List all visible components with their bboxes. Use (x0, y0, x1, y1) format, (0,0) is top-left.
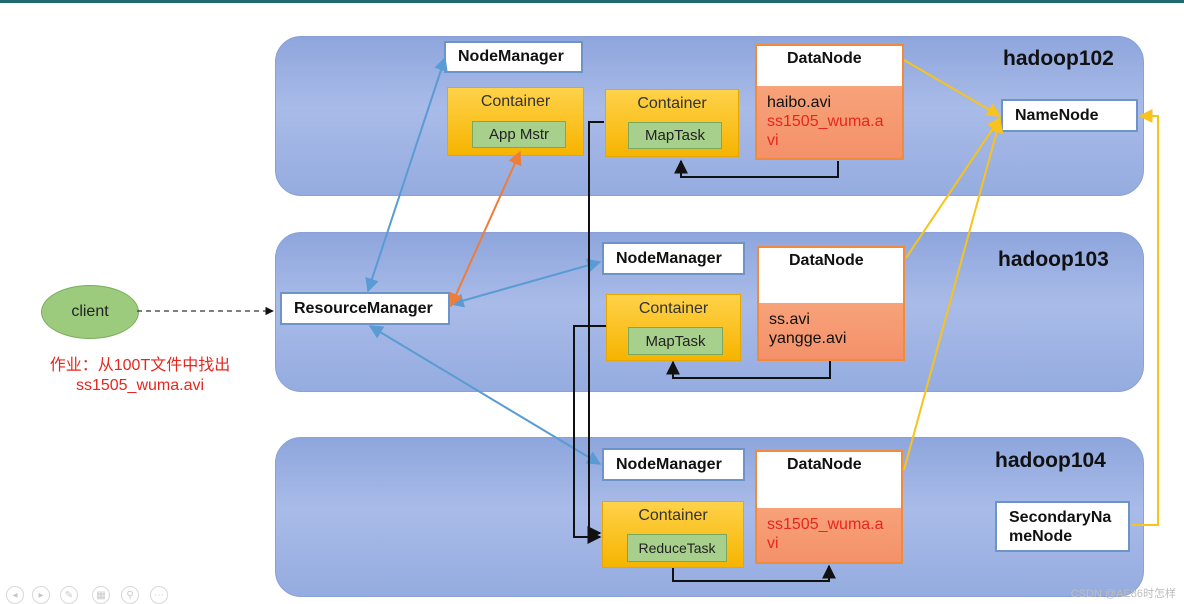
slides-icon[interactable]: ▦ (92, 586, 110, 604)
datanode-files-hadoop102: haibo.avi ss1505_wuma.a vi (757, 86, 902, 158)
rm-nm104-arrow (368, 325, 602, 465)
nodemanager-hadoop102: NodeManager (444, 41, 583, 73)
top-accent-bar (0, 0, 1184, 3)
host-label-hadoop102: hadoop102 (1003, 47, 1114, 70)
pen-icon[interactable]: ✎ (60, 586, 78, 604)
file-ss1505-part2: vi (767, 132, 779, 149)
more-icon[interactable]: ⋯ (150, 586, 168, 604)
maptask-hadoop102: MapTask (628, 122, 722, 149)
container-label: Container (480, 93, 551, 110)
file-ss1505-part2: vi (767, 535, 779, 552)
dn103-maptask-loop (666, 360, 831, 379)
file-haibo: haibo.avi (767, 94, 832, 111)
datanode-files-hadoop103: ss.avi yangge.avi (759, 303, 903, 359)
host-label-hadoop104: hadoop104 (995, 449, 1106, 472)
container-label: Container (638, 300, 709, 317)
dn104-namenode-arrow (903, 118, 1004, 471)
datanode-label: DataNode (789, 252, 864, 269)
file-yangge: yangge.avi (769, 330, 847, 347)
host-label-hadoop103: hadoop103 (998, 248, 1109, 271)
datanode-hadoop102: DataNode haibo.avi ss1505_wuma.a vi (755, 44, 904, 160)
datanode-hadoop104: DataNode ss1505_wuma.a vi (755, 450, 903, 564)
dn103-namenode-arrow (905, 116, 1001, 259)
job-line-1: 作业：从100T文件中找出 (49, 357, 231, 374)
file-ss: ss.avi (769, 311, 810, 328)
client-node: client (41, 285, 139, 339)
container-label: Container (637, 95, 707, 112)
prev-icon[interactable]: ◂ (6, 586, 24, 604)
snn-namenode-arrow (1131, 109, 1159, 526)
secondary-namenode-line2: meNode (1009, 528, 1073, 545)
reducetask: ReduceTask (627, 534, 727, 562)
datanode-label: DataNode (787, 456, 862, 473)
datanode-files-hadoop104: ss1505_wuma.a vi (757, 508, 901, 562)
job-description: 作业：从100T文件中找出 ss1505_wuma.avi (30, 356, 250, 396)
dn104-reducetask-loop (672, 564, 836, 582)
secondary-namenode-line1: SecondaryNa (1009, 509, 1112, 526)
namenode: NameNode (1001, 99, 1138, 132)
appmaster-rm-arrow (449, 150, 522, 308)
secondary-namenode: SecondaryNa meNode (995, 501, 1130, 552)
nodemanager-hadoop104: NodeManager (602, 448, 745, 481)
nodemanager-hadoop103: NodeManager (602, 242, 745, 275)
dn102-maptask-loop (674, 159, 839, 178)
next-icon[interactable]: ▸ (32, 586, 50, 604)
maptask-hadoop103: MapTask (628, 327, 723, 355)
datanode-label: DataNode (787, 50, 862, 67)
watermark: CSDN @AE86时怎样 (1070, 588, 1176, 600)
resourcemanager: ResourceManager (280, 292, 450, 325)
zoom-icon[interactable]: ⚲ (121, 586, 139, 604)
file-ss1505-part1: ss1505_wuma.a (767, 113, 884, 130)
datanode-hadoop103: DataNode ss.avi yangge.avi (757, 246, 905, 361)
container-label: Container (638, 507, 708, 524)
maptask102-to-reducetask (587, 121, 604, 540)
rm-nm102-arrow (365, 56, 448, 293)
dn102-namenode-arrow (903, 59, 1002, 117)
maptask103-to-reducetask (573, 325, 606, 544)
file-ss1505-part1: ss1505_wuma.a (767, 516, 884, 533)
app-master-task: App Mstr (472, 121, 566, 148)
rm-nm103-arrow (449, 258, 602, 308)
job-line-2: ss1505_wuma.avi (75, 377, 205, 394)
